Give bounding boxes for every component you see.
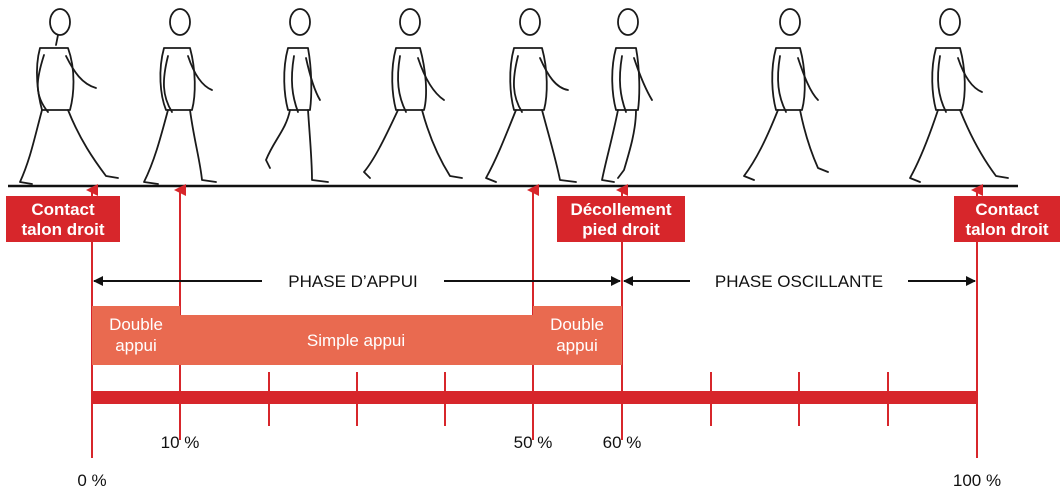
event-label-line-1: Contact [975,200,1039,219]
percent-labels: 0 % 10 % 50 % 60 % 100 % [77,433,1001,490]
walker-figure-5 [485,8,577,183]
percent-label-100: 100 % [953,471,1001,490]
stance-phase-span: PHASE D’APPUI [93,272,621,291]
walker-figure-2 [143,8,217,185]
event-label-line-2: talon droit [965,220,1048,239]
event-label-contact-end: Contact talon droit [954,196,1060,242]
event-label-line-2: pied droit [582,220,660,239]
walker-figure-6 [601,8,653,183]
event-label-toe-off: Décollement pied droit [557,196,685,242]
walker-figure-1 [19,8,119,185]
swing-phase-span: PHASE OSCILLANTE [623,272,976,291]
bar-label: Simple appui [307,331,405,350]
bar-label-line-1: Double [109,315,163,334]
percent-label-60: 60 % [603,433,642,452]
swing-phase-label: PHASE OSCILLANTE [715,272,883,291]
percent-label-10: 10 % [161,433,200,452]
percent-label-0: 0 % [77,471,106,490]
bar-label-line-2: appui [556,336,598,355]
walker-figure-8 [909,8,1009,183]
cycle-timeline [92,372,978,426]
double-support-bar-2: Double appui [533,306,622,365]
event-label-line-1: Décollement [570,200,671,219]
event-label-line-1: Contact [31,200,95,219]
bar-label-line-1: Double [550,315,604,334]
percent-label-50: 50 % [514,433,553,452]
stance-phase-label: PHASE D’APPUI [288,272,417,291]
event-label-line-2: talon droit [21,220,104,239]
walking-figures [19,8,1009,185]
walker-figure-7 [743,8,829,181]
timeline-bar [92,391,978,404]
walker-figure-4 [363,8,463,179]
double-support-bar-1: Double appui [92,306,180,365]
walker-figure-3 [265,8,329,183]
bar-label-line-2: appui [115,336,157,355]
event-label-contact-start: Contact talon droit [6,196,120,242]
single-support-bar: Simple appui [180,315,533,365]
